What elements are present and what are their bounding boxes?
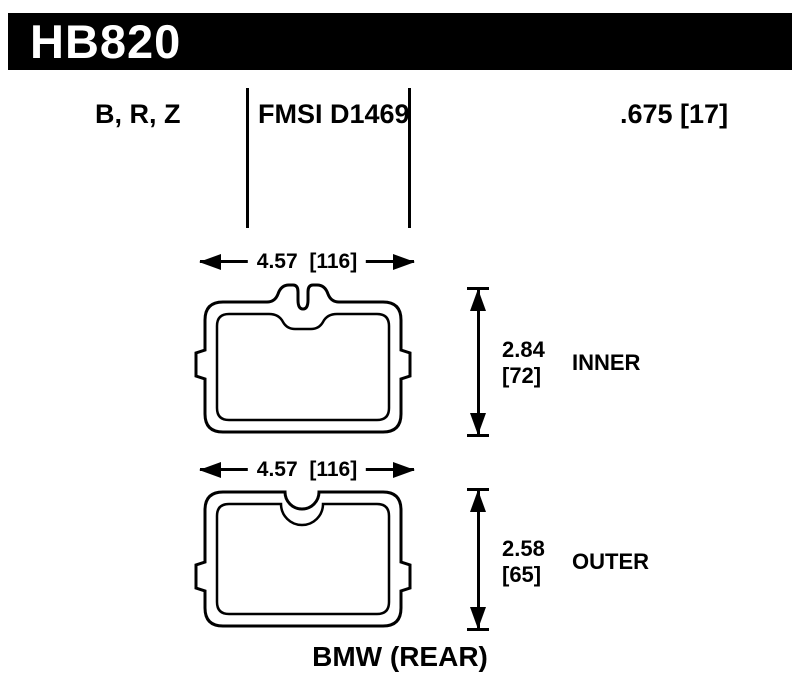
part-number: HB820 [30,15,182,68]
application-label: BMW (REAR) [312,641,488,672]
height-dimension-inner [463,287,493,437]
compound-codes: B, R, Z [95,99,181,129]
inner-pad-drawing [194,283,412,434]
arrow-up-icon [470,490,486,512]
position-label-outer: OUTER [572,549,649,574]
outer-pad-drawing [194,490,412,628]
separator-line-right [408,88,411,228]
position-label-inner: INNER [572,350,641,375]
height-dimension-outer [463,488,493,631]
height-dimension-label-outer: 2.58 [65] [502,536,545,588]
arrow-right-icon [393,462,415,478]
height-bracket-outer: [65] [502,562,542,587]
arrow-down-icon [470,607,486,629]
height-dimension-label-inner: 2.84 [72] [502,337,545,389]
inner-pad-friction-surface [215,312,391,422]
arrow-left-icon [199,462,221,478]
width-dimension-outer: 4.57 [116] [199,455,415,485]
width-dimension-inner: 4.57 [116] [199,247,415,277]
arrow-up-icon [470,289,486,311]
height-value-outer: 2.58 [502,536,545,561]
dimension-line [476,288,480,436]
width-dimension-label-outer: 4.57 [116] [247,458,367,482]
header-bar: HB820 [8,13,792,70]
arrow-down-icon [470,413,486,435]
arrow-left-icon [199,254,221,270]
inner-pad-backing-plate [194,283,412,434]
height-bracket-inner: [72] [502,363,542,388]
arrow-right-icon [393,254,415,270]
fmsi-number: FMSI D1469 [258,99,410,129]
outer-pad-friction-surface [215,502,391,616]
outer-pad-backing-plate [194,490,412,628]
width-dimension-label-inner: 4.57 [116] [247,250,367,274]
dimension-line [476,489,480,630]
separator-line-left [246,88,249,228]
height-value-inner: 2.84 [502,337,545,362]
pad-thickness: .675 [17] [620,99,729,129]
